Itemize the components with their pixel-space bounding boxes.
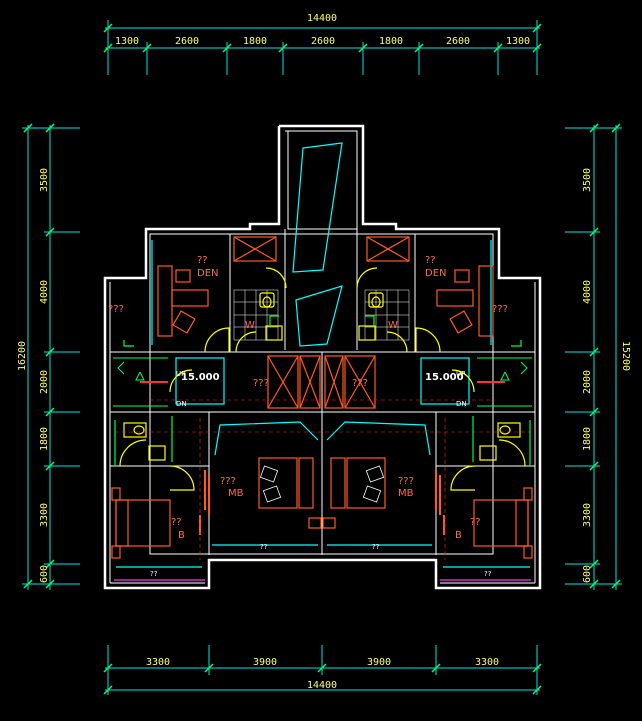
- b-left-label: B: [178, 530, 185, 541]
- top-dimension-5: 1800: [379, 36, 403, 47]
- den-right-label: DEN: [425, 268, 447, 279]
- left-dimension-1: 3500: [39, 168, 50, 192]
- mb-left-tag: ???: [220, 476, 236, 487]
- right-dimension-1: 3500: [582, 168, 593, 192]
- left-total-dimension: 16200: [17, 341, 28, 371]
- bath-tile-grid: [233, 289, 410, 341]
- left-dimension-3: 2000: [39, 370, 50, 394]
- bottom-dimension-1: 3300: [146, 657, 170, 668]
- top-dimension-4: 2600: [311, 36, 335, 47]
- sliding-doors: [199, 470, 445, 535]
- dimension-texts: 14400 1300 2600 1800 2600 1800 2600 1300…: [17, 13, 631, 691]
- green-details: [114, 315, 531, 466]
- den-furniture-right: [436, 265, 494, 337]
- right-dimension-5: 3300: [582, 503, 593, 527]
- bottom-dimension-4: 3300: [475, 657, 499, 668]
- room-labels: ?? DEN ?? DEN ??? ??? W W ??? ??? ??? MB…: [108, 255, 508, 578]
- b-right-tag: ??: [470, 517, 481, 528]
- stairs: [113, 357, 532, 407]
- left-dimension-4: 1800: [39, 427, 50, 451]
- left-dimension-2: 4000: [39, 280, 50, 304]
- glazing-lines: [116, 142, 530, 568]
- top-dimension-6: 2600: [446, 36, 470, 47]
- den-balcony-left-label: ???: [108, 304, 124, 315]
- wc-right-label: W: [388, 320, 398, 331]
- door-swings: [119, 267, 526, 491]
- balcony-mark-1: ??: [260, 543, 268, 551]
- den-left-tag: ??: [197, 255, 208, 266]
- right-dimension-3: 2000: [582, 370, 593, 394]
- interior-wall-outline: [109, 130, 536, 584]
- elevation-right: 15.000: [425, 372, 464, 383]
- top-dimension-7: 1300: [506, 36, 530, 47]
- left-dimension-5: 3300: [39, 503, 50, 527]
- stair-down-left: DN: [176, 400, 187, 408]
- balcony-mark-4: ??: [484, 570, 492, 578]
- bottom-dimension-2: 3900: [253, 657, 277, 668]
- right-total-dimension: 15200: [620, 341, 631, 371]
- mb-right-tag: ???: [398, 476, 414, 487]
- left-dimension-6: 600: [39, 565, 50, 583]
- balcony-mark-2: ??: [372, 543, 380, 551]
- top-dimension-1: 1300: [115, 36, 139, 47]
- den-balcony-right-label: ???: [492, 304, 508, 315]
- mb-furniture-right: [322, 457, 386, 529]
- den-left-label: DEN: [197, 268, 219, 279]
- axis-lines: [115, 399, 530, 560]
- mb-furniture-left: [258, 457, 322, 529]
- stair-up-left: UP: [176, 370, 185, 378]
- stair-down-right: DN: [456, 400, 467, 408]
- bottom-total-dimension: 14400: [307, 680, 337, 691]
- stair-up-right: UP: [456, 370, 465, 378]
- b-right-label: B: [455, 530, 462, 541]
- top-dimension-3: 1800: [243, 36, 267, 47]
- right-dimension-4: 1800: [582, 427, 593, 451]
- balcony-mark-3: ??: [150, 570, 158, 578]
- top-dimension-2: 2600: [175, 36, 199, 47]
- den-furniture-left: [157, 265, 209, 337]
- dimension-ticks: [23, 23, 621, 695]
- mb-right-label: MB: [398, 488, 414, 499]
- hall-left-label: ???: [253, 378, 269, 389]
- bottom-dimension-3: 3900: [367, 657, 391, 668]
- right-dimension-2: 4000: [582, 280, 593, 304]
- mb-left-label: MB: [228, 488, 244, 499]
- exterior-walls: [103, 124, 542, 590]
- elevation-left: 15.000: [181, 372, 220, 383]
- b-left-tag: ??: [171, 517, 182, 528]
- kitchen-blocks: [233, 236, 410, 409]
- den-right-tag: ??: [425, 255, 436, 266]
- chairs: [259, 465, 385, 503]
- bed-left: [111, 487, 171, 559]
- bed-right: [473, 487, 533, 559]
- wc-left-label: W: [245, 320, 255, 331]
- bath-fixtures: [123, 292, 521, 461]
- top-total-dimension: 14400: [307, 13, 337, 24]
- right-dimension-6: 600: [582, 565, 593, 583]
- hall-right-label: ???: [352, 378, 368, 389]
